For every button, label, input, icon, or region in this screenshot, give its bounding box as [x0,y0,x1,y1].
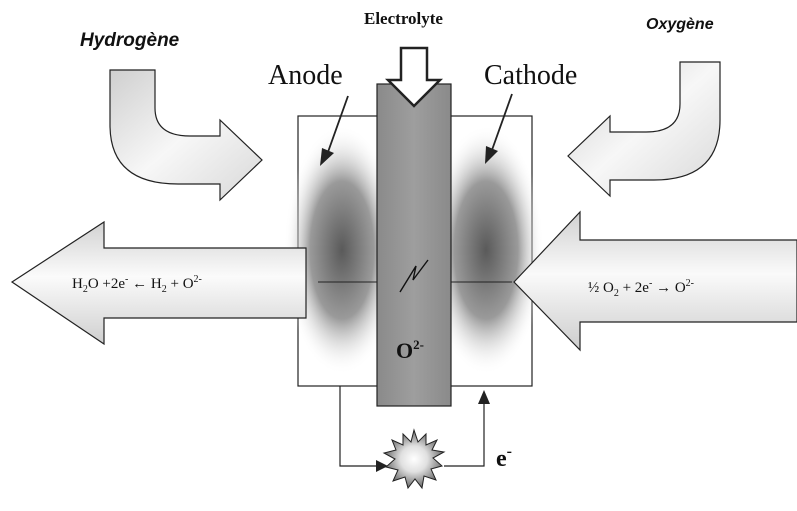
anode-reaction: H2O +2e- ← H2 + O2- [72,274,202,295]
ar-sub-5: 2 [162,284,167,295]
ar-part-0: H [72,276,83,292]
circuit-arrowhead-up [478,390,490,404]
anode-pointer [327,95,349,153]
hydrogen-inlet-arrow [109,69,263,202]
electron-charge: - [507,443,512,460]
anode-glow [284,125,400,375]
circuit-arrowhead-right [376,460,388,472]
cathode-label: Cathode [484,60,577,91]
hydrogen-label: Hydrogène [80,30,180,51]
cr-part-4: → O [652,280,686,296]
cathode-reaction: ½ O2 + 2e- → O2- [588,278,694,299]
anode-output-arrow [10,220,307,346]
oxygen-label: Oxygène [646,16,714,33]
ion-zigzag [399,259,429,293]
electron-symbol: e [496,446,507,472]
electrolyte-bar [376,83,452,407]
ion-label: O2- [396,337,424,363]
load-star-icon [382,428,446,490]
ar-part-6: + O [167,276,194,292]
cr-sup-3: - [649,278,652,289]
cr-part-0: ½ O [588,280,614,296]
electrolyte-arrow [384,46,444,108]
cathode-pointer-head [485,146,498,164]
ion-charge: 2- [413,337,424,352]
electrolyte-label: Electrolyte [364,9,443,28]
cr-sup-5: 2- [686,278,694,289]
oxygen-inlet-arrow [567,61,721,198]
circuit-wire-left [339,386,380,467]
ar-part-4: ← H [128,276,162,292]
circuit-wire-right [444,404,485,467]
ar-part-2: O +2e [88,276,126,292]
cr-part-2: + 2e [619,280,649,296]
cathode-pointer [491,93,513,151]
anode-pointer-head [320,148,334,166]
ar-sub-1: 2 [83,284,88,295]
ar-sup-3: - [125,274,128,285]
anode-label: Anode [268,60,343,91]
cathode-input-arrow [513,210,797,352]
ion-symbol: O [396,338,413,363]
electron-label: e- [496,443,512,472]
cr-sub-1: 2 [614,288,619,299]
ar-sup-7: 2- [194,274,202,285]
cathode-glow [428,125,544,375]
